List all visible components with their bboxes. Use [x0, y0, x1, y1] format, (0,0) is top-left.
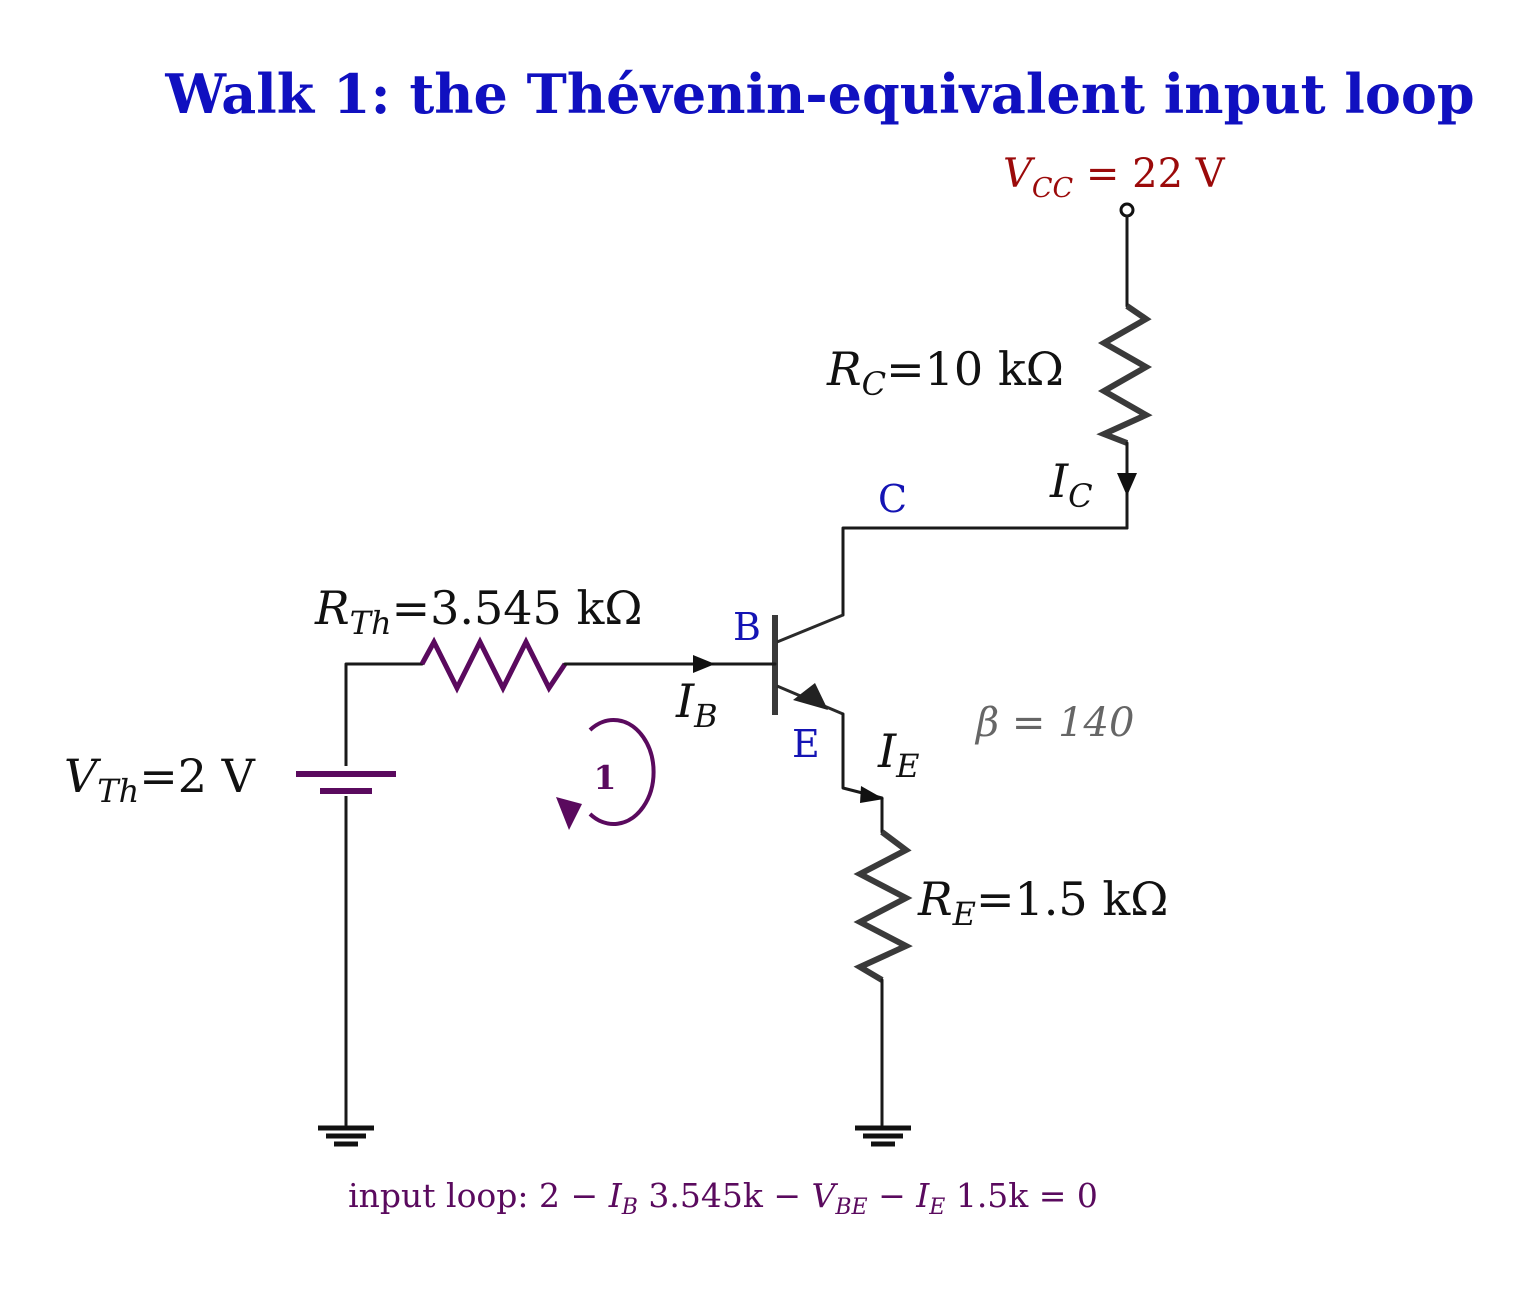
thevenin-resistor-label: RTh=3.545 kΩ [314, 581, 642, 642]
loop-number: 1 [594, 758, 617, 797]
thevenin-resistor [419, 636, 568, 694]
emitter-resistor [853, 829, 913, 983]
thevenin-source-label: VTh=2 V [64, 749, 256, 810]
vcc-label: VCC = 22 V [1003, 151, 1226, 204]
emitter-current-arrow [860, 786, 884, 803]
npn-transistor [772, 613, 844, 716]
collector-current-label: IC [1049, 454, 1093, 515]
collector-wire [841, 526, 1129, 617]
base-left-wire [344, 662, 424, 1127]
input-loop-equation: input loop: 2 − IB 3.545k − VBE − IE 1.5… [348, 1176, 1098, 1220]
loop-indicator [556, 718, 656, 830]
base-current-arrow [693, 655, 715, 673]
vcc-terminal [1119, 202, 1135, 308]
ground-right-icon [855, 1125, 911, 1147]
thevenin-battery [296, 766, 396, 796]
emitter-current-label: IE [877, 724, 920, 785]
page-title: Walk 1: the Thévenin-equivalent input lo… [164, 62, 1474, 126]
collector-node-label: C [878, 477, 907, 521]
emitter-arrow-icon [793, 683, 828, 710]
emitter-wire [841, 712, 884, 834]
collector-resistor-label: RC=10 kΩ [826, 342, 1064, 403]
base-node-label: B [733, 605, 761, 649]
beta-label: β = 140 [974, 700, 1134, 746]
loop-arrow-icon [556, 797, 582, 830]
emitter-node-label: E [792, 722, 820, 766]
ground-left-icon [318, 1125, 374, 1147]
base-current-label: IB [675, 674, 718, 735]
collector-resistor [1096, 303, 1153, 446]
collector-current-arrow [1117, 473, 1137, 496]
emitter-resistor-label: RE=1.5 kΩ [917, 872, 1168, 933]
